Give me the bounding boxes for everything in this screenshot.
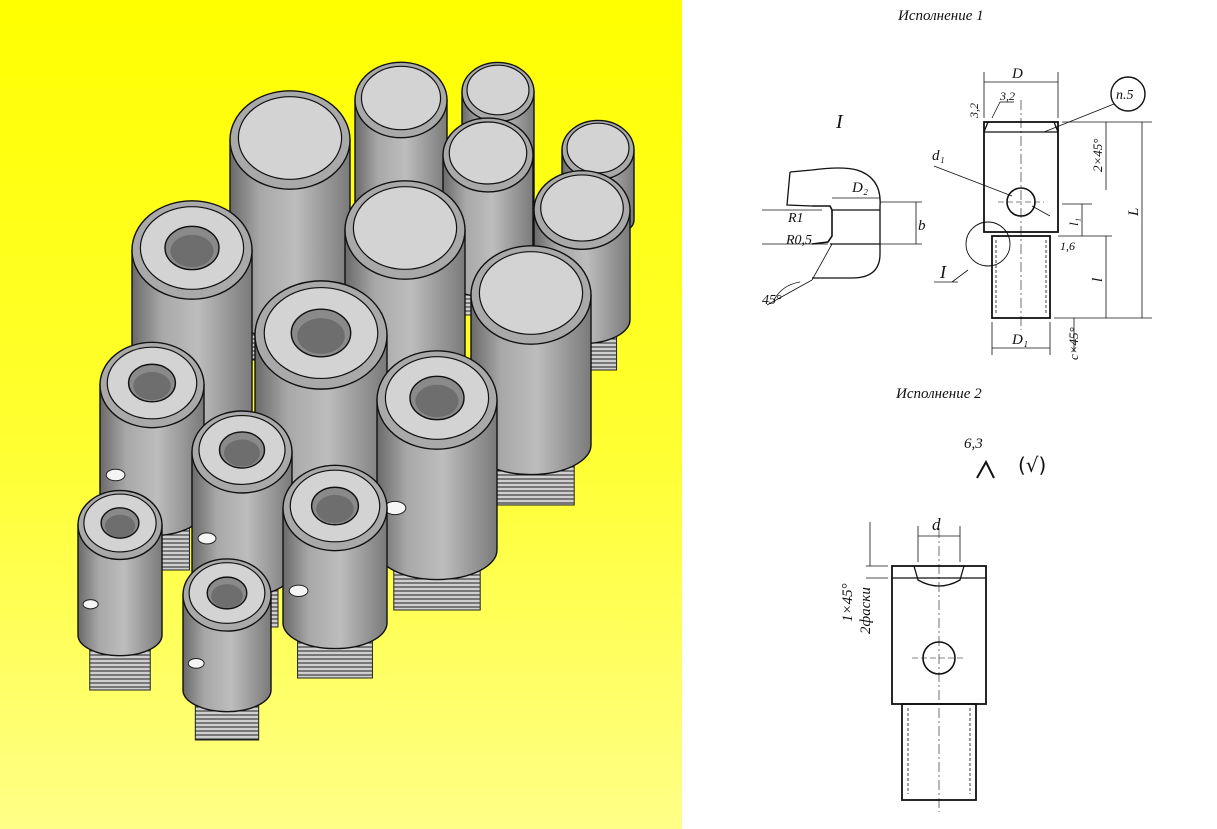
dim-D: D — [1011, 66, 1023, 82]
part-side-hole — [82, 599, 99, 610]
detail-roman-label: I — [835, 111, 844, 133]
drawing-panel: Исполнение 1 Исполнение 2 — [682, 0, 1217, 829]
roughness-value-2: 6,3 — [964, 436, 983, 452]
dim-l: l — [1090, 278, 1106, 282]
dim-L: L — [1126, 208, 1142, 217]
dim-d: d — [932, 515, 941, 534]
roughness-note-2: (√) — [1018, 453, 1046, 477]
variant-1-title: Исполнение 1 — [898, 8, 984, 24]
part-top-face — [478, 251, 584, 335]
part-12 — [376, 350, 498, 611]
part-top-face — [540, 174, 624, 242]
part-top-face — [566, 122, 630, 174]
part-bore-depth — [224, 439, 260, 467]
dim-d1: d₁ — [932, 148, 945, 164]
leader-tag: п.5 — [1116, 88, 1134, 103]
part-side-hole — [105, 468, 126, 482]
detail-roman-leader: I — [939, 262, 947, 282]
dim-D1: D₁ — [1011, 332, 1028, 348]
variant-2-title: Исполнение 2 — [896, 386, 982, 402]
dim-chamfer-top: 2×45° — [1090, 139, 1105, 172]
part-14 — [282, 464, 388, 679]
dim-b: b — [918, 218, 926, 234]
variant-1-view — [933, 72, 1152, 355]
part-bore-depth — [170, 234, 214, 268]
part-bore-depth — [297, 318, 345, 354]
part-side-hole — [197, 532, 217, 545]
part-top-face — [466, 64, 530, 116]
part-body — [77, 524, 163, 657]
part-bore-depth — [316, 494, 354, 524]
part-side-hole — [288, 584, 309, 598]
dim-chamfer-bottom: c×45° — [1066, 327, 1081, 360]
part-top-face — [360, 65, 442, 131]
render-panel — [0, 0, 682, 829]
parts-render — [77, 61, 635, 741]
detail-view — [762, 167, 922, 306]
dim-small-chamfer: 1,6 — [1060, 239, 1075, 253]
part-bore-depth — [104, 514, 136, 538]
dim-R05: R0,5 — [785, 233, 812, 248]
part-16 — [182, 558, 272, 741]
dim-l1: l₁ — [1066, 218, 1081, 226]
dim-angle: 45° — [762, 293, 782, 308]
dim-chamfer-note-2: 2фаски — [858, 587, 874, 634]
part-side-hole — [187, 658, 205, 669]
dim-D2: D₂ — [851, 180, 868, 196]
roughness-label: 3,2 — [999, 89, 1015, 103]
part-top-face — [448, 121, 528, 185]
part-bore-depth — [211, 584, 243, 608]
drawing-svg: I D₂ b R1 R0,5 45° D п.5 3,2 3,2 d₁ I D₁… — [762, 66, 1152, 812]
part-top-face — [352, 186, 458, 270]
part-15 — [77, 489, 163, 691]
part-9 — [470, 245, 592, 506]
part-bore-depth — [415, 384, 459, 418]
part-top-face — [237, 96, 343, 180]
dim-chamfer-2: 1×45° — [840, 583, 856, 622]
dim-side-chamfer: 3,2 — [967, 103, 981, 119]
variant-2-view — [866, 459, 995, 812]
dim-R1: R1 — [787, 211, 804, 226]
part-bore-depth — [133, 371, 171, 401]
part-5 — [229, 90, 351, 361]
